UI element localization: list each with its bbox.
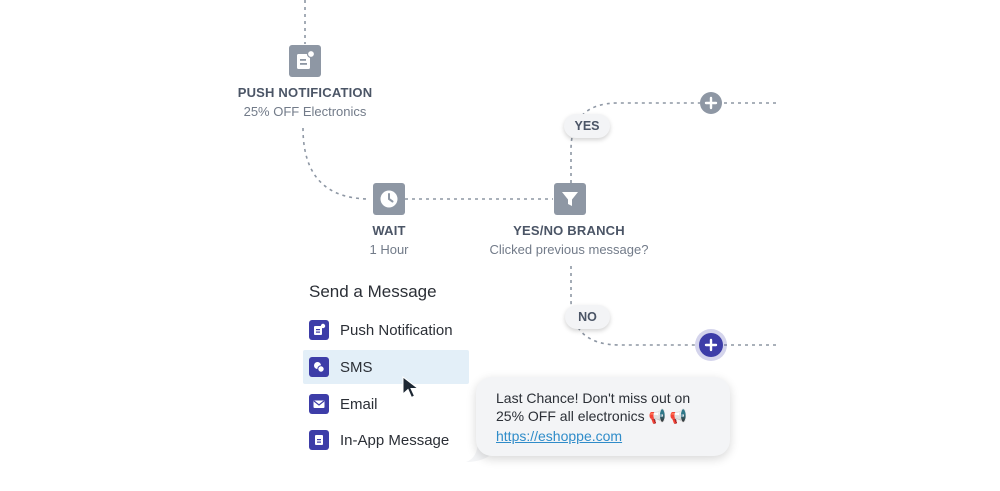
menu-item-email[interactable]: Email — [303, 387, 469, 421]
push-notification-icon — [309, 320, 329, 340]
menu-item-label: SMS — [340, 358, 373, 376]
plus-icon — [704, 338, 718, 352]
yes-branch-label: YES — [564, 114, 610, 138]
send-message-menu-title: Send a Message — [309, 282, 437, 301]
push-node-subtitle: 25% OFF Electronics — [243, 104, 367, 119]
add-step-button-yes[interactable] — [700, 92, 722, 114]
sms-preview-link[interactable]: https://eshoppe.com — [496, 428, 623, 444]
sms-preview-text: Last Chance! Don't miss out on 25% OFF a… — [496, 390, 691, 424]
push-notification-icon — [297, 50, 316, 69]
menu-item-label: Push Notification — [340, 321, 453, 339]
no-branch-label: NO — [565, 305, 610, 329]
branch-node[interactable] — [554, 183, 586, 215]
push-node-title: PUSH NOTIFICATION — [237, 85, 373, 100]
push-notification-node[interactable] — [289, 45, 321, 77]
menu-item-label: Email — [340, 395, 378, 413]
wait-node[interactable] — [373, 183, 405, 215]
mouse-cursor-icon — [402, 375, 420, 399]
filter-icon — [562, 192, 578, 206]
menu-item-in-app-message[interactable]: In-App Message — [303, 423, 469, 457]
email-icon — [309, 394, 329, 414]
add-step-button-no[interactable] — [699, 333, 723, 357]
sms-preview-bubble: Last Chance! Don't miss out on 25% OFF a… — [476, 377, 730, 456]
plus-icon — [704, 96, 718, 110]
branch-node-title: YES/NO BRANCH — [513, 223, 625, 238]
branch-node-subtitle: Clicked previous message? — [489, 242, 649, 257]
menu-item-sms[interactable]: SMS — [303, 350, 469, 384]
wait-node-title: WAIT — [372, 223, 406, 238]
wait-node-subtitle: 1 Hour — [369, 242, 409, 257]
menu-item-push-notification[interactable]: Push Notification — [303, 313, 469, 347]
clock-icon — [380, 190, 398, 208]
menu-item-label: In-App Message — [340, 431, 450, 449]
in-app-message-icon — [309, 430, 329, 450]
sms-icon — [309, 357, 329, 377]
